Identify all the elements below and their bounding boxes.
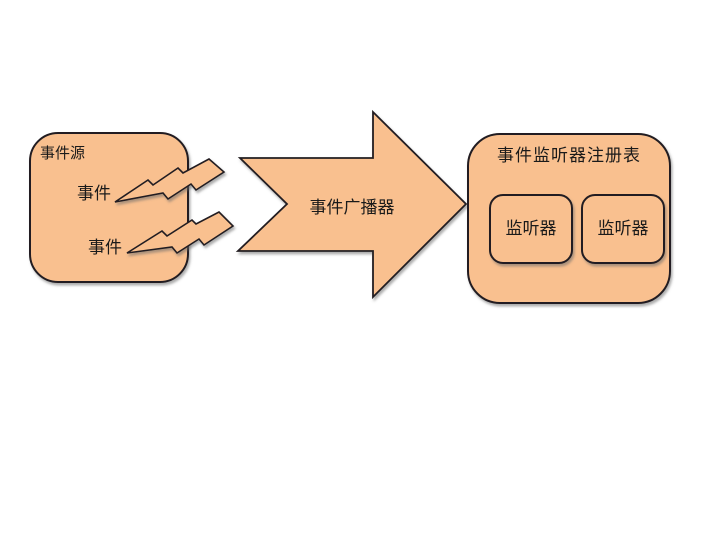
listener-label: 监听器 bbox=[597, 219, 649, 238]
lightning-bolt-icon bbox=[126, 211, 235, 255]
event-source-label: 事件源 bbox=[40, 146, 86, 162]
event-label: 事件 bbox=[77, 184, 111, 203]
listener-registry-label: 事件监听器注册表 bbox=[497, 146, 641, 165]
listener-box-1 bbox=[489, 194, 573, 264]
lightning-bolt-icon bbox=[114, 158, 226, 203]
broadcaster-arrow bbox=[235, 109, 468, 300]
listener-box-2 bbox=[581, 194, 665, 264]
broadcaster-label: 事件广播器 bbox=[309, 198, 395, 217]
event-label: 事件 bbox=[88, 238, 122, 257]
listener-label: 监听器 bbox=[505, 219, 557, 238]
